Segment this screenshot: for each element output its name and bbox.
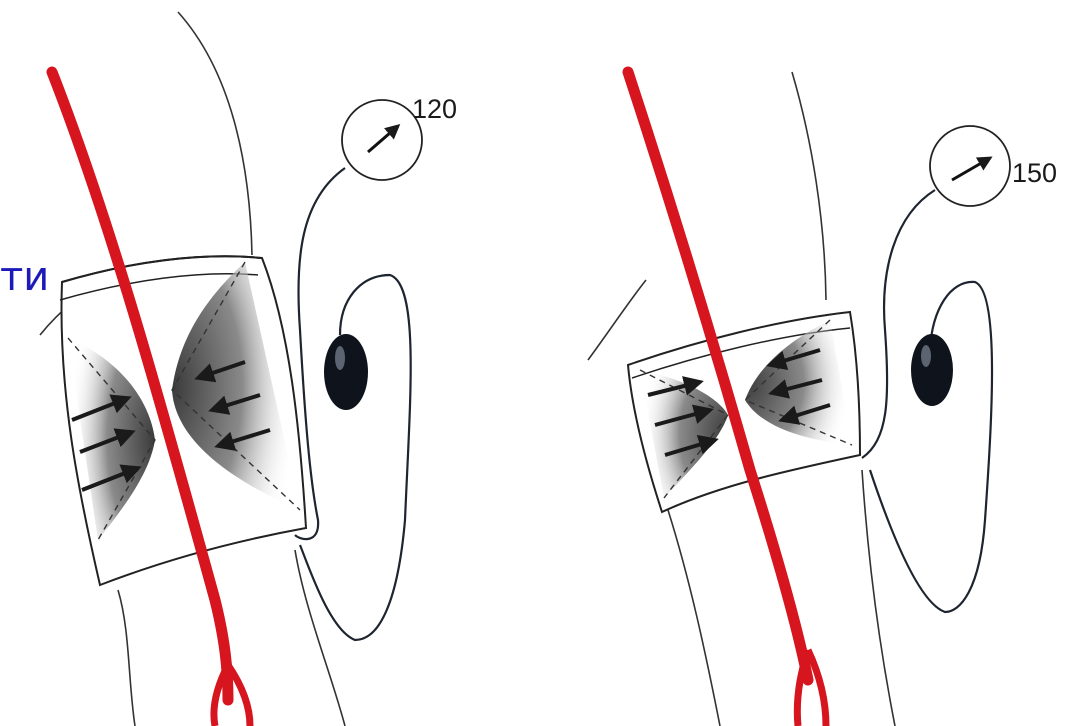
pressure-gauge-right — [930, 126, 1010, 206]
panel-right: 150 — [588, 72, 1057, 726]
arm-lower-right — [862, 470, 895, 726]
arm-lower-left — [668, 510, 720, 726]
arm-outline-front — [588, 280, 646, 360]
bulb-highlight-left — [335, 346, 345, 370]
bulb-tube-right — [870, 282, 992, 612]
bulb-highlight-right — [921, 345, 931, 367]
gauge-reading-right: 150 — [1012, 158, 1057, 188]
slide-title-fragment: ти — [0, 254, 49, 300]
arm-lower-right — [295, 550, 345, 726]
gauge-reading-left: 120 — [412, 94, 457, 124]
inflation-bulb-left — [324, 334, 368, 410]
arm-lower-left — [118, 590, 135, 726]
artery-branch-right — [797, 650, 826, 726]
arm-outline-back — [178, 12, 252, 255]
gauge-tube-right — [862, 190, 935, 458]
arm-outline-back — [792, 72, 826, 300]
panel-left: 120 ти — [0, 12, 457, 726]
bulb-tube-left — [300, 275, 411, 640]
inflation-bulb-right — [911, 334, 953, 406]
